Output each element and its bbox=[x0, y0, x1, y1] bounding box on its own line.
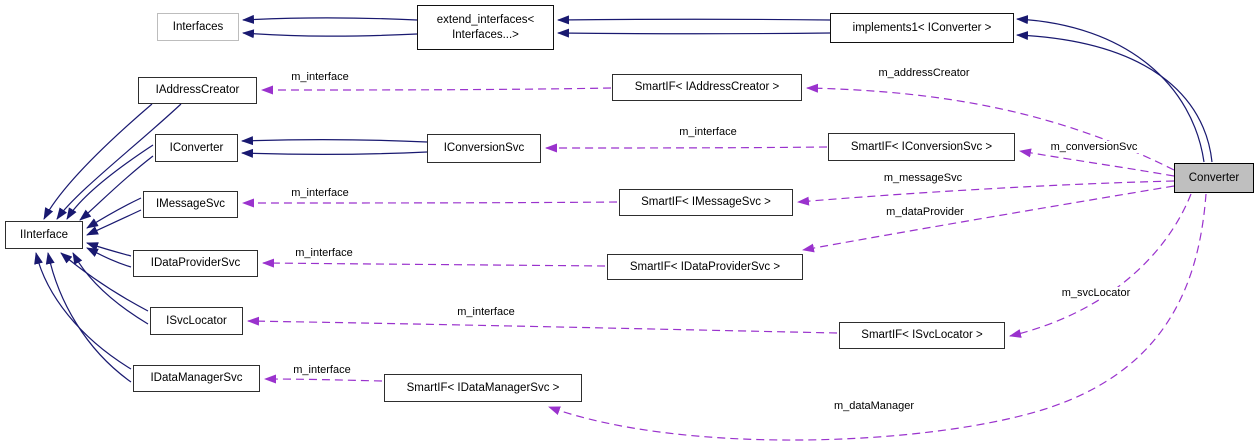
node-imessagesvc-label: IMessageSvc bbox=[155, 198, 226, 210]
edge-m-datamanager bbox=[548, 193, 1207, 441]
node-smartif-iconversionsvc[interactable]: SmartIF< IConversionSvc > bbox=[828, 133, 1015, 161]
node-converter-label: Converter bbox=[1188, 171, 1240, 184]
edge-iconverter-to-iinterface-2 bbox=[79, 155, 154, 221]
edge-implements1-to-extend-2 bbox=[557, 28, 831, 38]
edge-iaddresscreator-to-iinterface-1 bbox=[43, 103, 153, 220]
edge-label-m-addresscreator: m_addressCreator bbox=[876, 67, 972, 79]
node-smartif-idatamanagersvc-label: SmartIF< IDataManagerSvc > bbox=[406, 381, 560, 394]
edge-label-m-interface-isvclocator: m_interface bbox=[455, 306, 517, 318]
edge-label-m-interface-conversionsvc: m_interface bbox=[677, 126, 739, 138]
edge-idatamanagersvc-to-iinterface-1 bbox=[34, 252, 132, 370]
edge-iconversionsvc-to-iconverter-2 bbox=[241, 148, 428, 158]
node-idatamanagersvc-label: IDataManagerSvc bbox=[150, 372, 243, 384]
edge-extend-to-interfaces-1 bbox=[242, 14, 418, 24]
edge-label-m-interface-addresscreator: m_interface bbox=[289, 71, 351, 83]
edge-label-m-dataprovider: m_dataProvider bbox=[884, 206, 966, 218]
node-implements1-label: implements1< IConverter > bbox=[852, 21, 992, 34]
edge-m-interface-addresscreator bbox=[261, 85, 612, 95]
edge-label-m-interface-messagesvc: m_interface bbox=[289, 187, 351, 199]
node-smartif-imessagesvc-label: SmartIF< IMessageSvc > bbox=[641, 196, 771, 208]
node-iconversionsvc[interactable]: IConversionSvc bbox=[427, 134, 541, 163]
edge-converter-to-implements1-2 bbox=[1016, 31, 1213, 163]
edge-imessagesvc-to-iinterface-2 bbox=[86, 209, 142, 236]
edge-iconversionsvc-to-iconverter-1 bbox=[241, 136, 428, 146]
node-extend-interfaces-label: extend_interfaces< Interfaces...> bbox=[437, 13, 535, 43]
edge-m-messagesvc bbox=[797, 180, 1175, 206]
edge-idataprovidersvc-to-iinterface-1 bbox=[86, 242, 132, 257]
node-smartif-idataprovidersvc[interactable]: SmartIF< IDataProviderSvc > bbox=[607, 254, 803, 280]
edge-isvclocator-to-iinterface-1 bbox=[60, 252, 149, 312]
edge-m-interface-isvclocator bbox=[247, 316, 838, 334]
node-iconversionsvc-label: IConversionSvc bbox=[443, 142, 525, 154]
node-interfaces[interactable]: Interfaces bbox=[157, 13, 239, 41]
edge-label-m-datamanager: m_dataManager bbox=[831, 400, 917, 412]
edge-m-svclocator bbox=[1009, 193, 1192, 338]
node-smartif-imessagesvc[interactable]: SmartIF< IMessageSvc > bbox=[619, 189, 793, 216]
edge-m-addresscreator bbox=[806, 83, 1175, 171]
edge-converter-to-implements1-1 bbox=[1016, 15, 1205, 163]
node-idatamanagersvc[interactable]: IDataManagerSvc bbox=[133, 365, 260, 392]
edge-m-interface-dataprovidersvc bbox=[262, 258, 606, 268]
node-smartif-iaddresscreator-label: SmartIF< IAddressCreator > bbox=[634, 81, 780, 93]
node-smartif-isvclocator[interactable]: SmartIF< ISvcLocator > bbox=[839, 322, 1005, 349]
edge-m-interface-datamanagersvc bbox=[264, 374, 383, 384]
node-iaddresscreator-label: IAddressCreator bbox=[155, 84, 240, 96]
node-isvclocator-label: ISvcLocator bbox=[166, 314, 227, 327]
node-smartif-iconversionsvc-label: SmartIF< IConversionSvc > bbox=[850, 140, 993, 153]
edge-iaddresscreator-to-iinterface-2 bbox=[56, 103, 182, 220]
edge-label-m-svclocator: m_svcLocator bbox=[1059, 287, 1133, 299]
node-extend-interfaces-line2: Interfaces...> bbox=[452, 28, 519, 41]
node-smartif-idataprovidersvc-label: SmartIF< IDataProviderSvc > bbox=[629, 260, 781, 273]
node-iconverter[interactable]: IConverter bbox=[155, 134, 238, 162]
edge-extend-to-interfaces-2 bbox=[242, 29, 418, 39]
edge-m-interface-messagesvc bbox=[242, 198, 618, 208]
node-imessagesvc[interactable]: IMessageSvc bbox=[143, 191, 238, 218]
edge-idatamanagersvc-to-iinterface-2 bbox=[45, 252, 132, 383]
node-isvclocator[interactable]: ISvcLocator bbox=[150, 307, 243, 335]
edge-label-m-interface-dataprovidersvc: m_interface bbox=[293, 247, 355, 259]
node-iinterface-label: IInterface bbox=[20, 228, 68, 241]
node-extend-interfaces-line1: extend_interfaces< bbox=[436, 13, 535, 26]
edge-imessagesvc-to-iinterface-1 bbox=[86, 197, 142, 229]
edge-label-m-interface-datamanagersvc: m_interface bbox=[291, 364, 353, 376]
edge-m-interface-conversionsvc bbox=[545, 143, 828, 153]
edge-label-m-messagesvc: m_messageSvc bbox=[881, 172, 965, 184]
node-iconverter-label: IConverter bbox=[169, 141, 224, 154]
edge-label-m-conversionsvc: m_conversionSvc bbox=[1048, 141, 1140, 153]
edge-implements1-to-extend-1 bbox=[557, 15, 831, 25]
node-iaddresscreator[interactable]: IAddressCreator bbox=[138, 77, 257, 104]
edge-iconverter-to-iinterface-1 bbox=[66, 144, 154, 220]
node-implements1[interactable]: implements1< IConverter > bbox=[830, 13, 1014, 43]
node-idataprovidersvc[interactable]: IDataProviderSvc bbox=[133, 250, 258, 277]
node-interfaces-label: Interfaces bbox=[172, 20, 224, 33]
edge-idataprovidersvc-to-iinterface-2 bbox=[86, 247, 132, 268]
node-smartif-isvclocator-label: SmartIF< ISvcLocator > bbox=[861, 329, 983, 341]
edge-m-dataprovider bbox=[802, 185, 1175, 253]
node-iinterface[interactable]: IInterface bbox=[5, 221, 83, 249]
node-smartif-idatamanagersvc[interactable]: SmartIF< IDataManagerSvc > bbox=[384, 374, 582, 402]
node-converter[interactable]: Converter bbox=[1174, 163, 1254, 193]
node-extend-interfaces[interactable]: extend_interfaces< Interfaces...> bbox=[417, 5, 554, 50]
edge-isvclocator-to-iinterface-2 bbox=[72, 252, 149, 325]
edge-m-conversionsvc bbox=[1019, 148, 1175, 177]
node-smartif-iaddresscreator[interactable]: SmartIF< IAddressCreator > bbox=[612, 74, 802, 101]
node-idataprovidersvc-label: IDataProviderSvc bbox=[150, 257, 241, 269]
